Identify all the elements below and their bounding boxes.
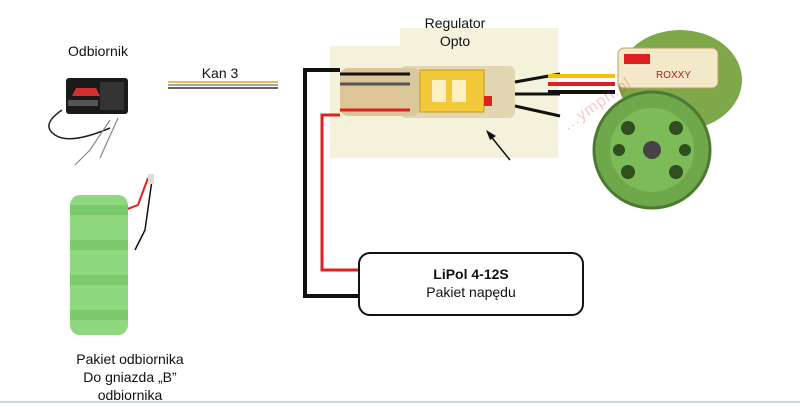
receiver-unit	[48, 78, 128, 166]
esc-title-line2: Opto	[439, 33, 471, 49]
pointer-arrow	[486, 130, 511, 161]
receiver-battery-label: Pakiet odbiornika Do gniazda „B” odbiorn…	[50, 350, 210, 404]
receiver-battery-line2: Do gniazda „B”	[83, 369, 177, 385]
power-wires	[303, 68, 360, 298]
main-battery-box: LiPol 4-12S Pakiet napędu	[358, 252, 584, 316]
motor-wires	[548, 74, 615, 94]
main-battery-title: LiPol 4-12S	[433, 266, 509, 282]
brushless-motor: ROXXY	[592, 30, 742, 210]
receiver-battery-line1: Pakiet odbiornika	[76, 351, 184, 367]
svg-text:ROXXY: ROXXY	[656, 70, 691, 81]
esc-title: Regulator Opto	[400, 14, 510, 50]
esc-regulator	[340, 66, 561, 118]
channel-label: Kan 3	[201, 65, 239, 81]
channel-signal-wires	[168, 81, 278, 89]
receiver-label: Odbiornik	[68, 43, 128, 59]
receiver-battery-line3: odbiornika	[97, 387, 163, 403]
esc-title-line1: Regulator	[424, 15, 486, 31]
main-battery-subtitle: Pakiet napędu	[426, 284, 516, 300]
receiver-battery-pack	[70, 174, 154, 335]
